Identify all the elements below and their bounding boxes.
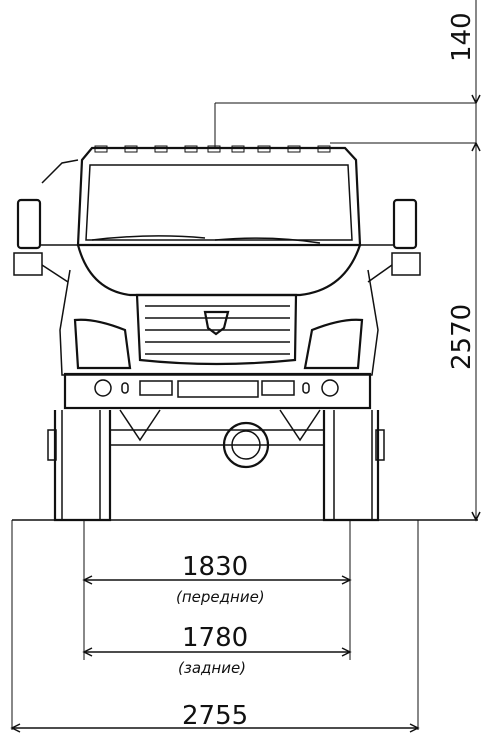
dim-rear-track: 1780 xyxy=(182,623,248,653)
radiator-grille xyxy=(135,293,298,366)
hood xyxy=(76,244,362,297)
wheel-left xyxy=(47,410,112,522)
dim-overall-width: 2755 xyxy=(182,701,248,731)
dimension-lines xyxy=(10,0,481,733)
antenna xyxy=(41,159,79,184)
dim-rear-track-note: (задние) xyxy=(178,659,246,677)
wiper-right xyxy=(214,237,321,244)
dim-front-track-note: (передние) xyxy=(176,588,265,606)
windshield xyxy=(85,164,353,241)
truck-front-view xyxy=(12,145,478,522)
brand-logo-icon xyxy=(203,310,230,336)
wiper-left xyxy=(91,235,206,241)
dim-front-track: 1830 xyxy=(182,552,248,582)
cab-outline xyxy=(76,146,362,247)
headlight-left xyxy=(73,318,132,370)
dim-height: 2570 xyxy=(447,304,477,370)
mirror-left xyxy=(13,198,78,283)
dim-top-offset: 140 xyxy=(447,12,477,62)
wheel-right xyxy=(322,410,385,522)
front-bumper xyxy=(63,372,372,410)
mirror-right xyxy=(360,198,421,283)
front-axle xyxy=(110,409,324,469)
headlight-right xyxy=(303,318,364,370)
